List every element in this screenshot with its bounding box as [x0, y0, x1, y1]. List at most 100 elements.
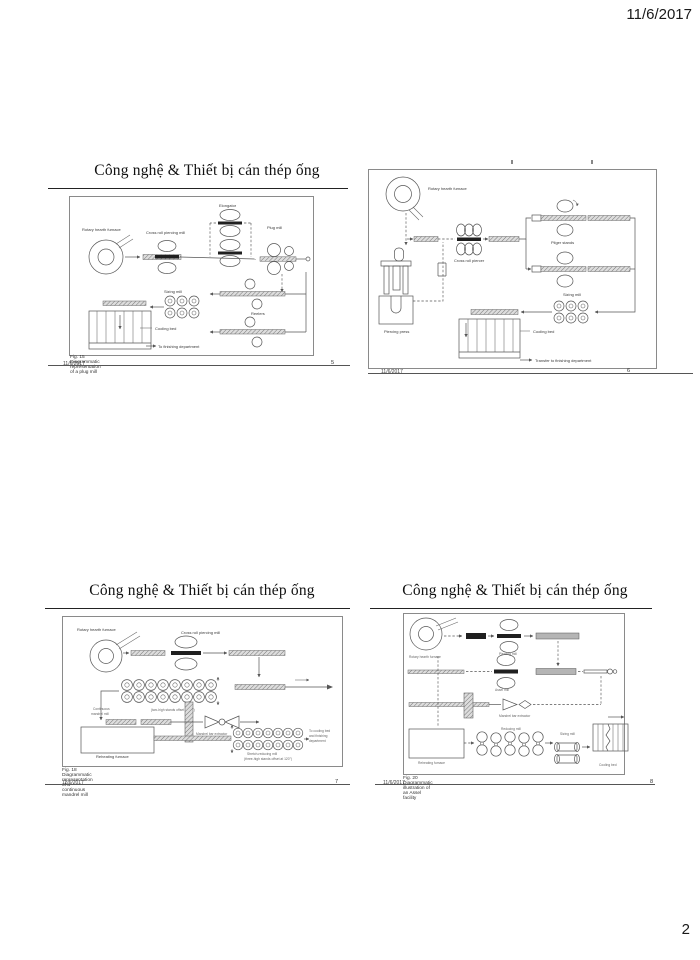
- pierced-shell: [535, 632, 580, 640]
- press-die: [437, 262, 447, 277]
- slide4-number: 8: [650, 779, 654, 785]
- label-reducing-mill: Reducing mill: [501, 727, 521, 731]
- slide4-footer-date: 11/6/2017: [383, 780, 405, 786]
- assel-mill: [494, 654, 518, 689]
- label-cooling-bed-1: Cooling bed: [155, 326, 176, 331]
- label-mandrel-bar-extractor: Mandrel bar extractor: [196, 732, 228, 736]
- label-rotary-hearth-furnace: Rotary hearth furnace: [428, 186, 467, 191]
- slide3-caption: Fig. 18 Diagrammatic representation of a…: [62, 768, 93, 798]
- reducing-mill: [476, 731, 544, 757]
- slide2-diagram-frame: Rotary hearth furnace Piercing press: [368, 169, 657, 369]
- rotary-hearth-furnace: [385, 176, 424, 221]
- label-sizing-mill: Sizing mill: [560, 732, 575, 736]
- reheated-tube: [153, 735, 232, 741]
- label-assel-mill: Assel mill: [495, 688, 509, 692]
- slide1-footer-rule: [48, 365, 350, 366]
- piercing-mill: [497, 619, 521, 653]
- reheating-furnace: [408, 728, 465, 759]
- slide1-caption: Fig. 15 Diagrammatic representation of a…: [70, 355, 101, 375]
- reeler-2: [209, 316, 306, 348]
- tube-on-mandrel: [408, 702, 490, 707]
- tube-1: [105, 719, 137, 725]
- slide3-footer-date: 11/6/2017: [62, 780, 84, 786]
- sized-tube: [470, 309, 519, 315]
- slide1-diagram-frame: Rotary hearth furnace Cross roll piercin…: [69, 196, 314, 356]
- tube-2: [140, 719, 172, 725]
- mandrel-bar: [285, 678, 333, 690]
- piercing-press: [378, 260, 414, 325]
- billet-bar: [130, 650, 166, 656]
- label-rotary-hearth-furnace: Rotary hearth furnace: [82, 227, 121, 232]
- label-reelers: Reelers: [251, 311, 265, 316]
- sizing-mill-2: [553, 300, 589, 324]
- rotary-hearth-furnace: [89, 631, 141, 673]
- slide2-footer-rule: [368, 373, 693, 374]
- label-mill-note: (two-high stands offset at 90°): [151, 708, 195, 712]
- pilger-stand-bottom: [526, 251, 631, 288]
- label-cross-roll-piercer: Cross roll piercer: [454, 258, 485, 263]
- slide2-footer-date: 11/6/2017: [381, 369, 403, 375]
- reeler-1: [209, 278, 306, 310]
- label-rotary-hearth-furnace: Rotary hearth furnace: [409, 655, 441, 659]
- sizing-mill-1: [164, 295, 200, 319]
- slide3-number: 7: [335, 779, 339, 785]
- rotary-hearth-furnace: [409, 617, 459, 651]
- label-piercing-press: Piercing press: [384, 329, 409, 334]
- pilger-stand-top: [531, 199, 631, 237]
- stripper-rod: [583, 668, 618, 675]
- label-cooling-bed: Cooling bed: [599, 763, 617, 767]
- label-to-cooling-3: department: [309, 739, 326, 743]
- continuous-mandrel-mill-diagram: Rotary hearth furnace Cross roll piercin…: [77, 627, 333, 761]
- label-stretch-reducing-mill: Stretch-reducing mill: [247, 752, 277, 756]
- sizing-mill: [554, 742, 580, 764]
- cross-roll-piercer: [456, 223, 482, 256]
- continuous-mandrel-mill: [121, 676, 220, 706]
- label-plug-mill: Plug mill: [267, 225, 282, 230]
- cross-roll-piercing-mill: [171, 635, 201, 671]
- slide2-cropped-title-mark-2: [591, 160, 593, 164]
- slide3-footer-rule: [45, 784, 350, 785]
- label-stretch-note: (three-high stands offset at 120°): [244, 757, 292, 761]
- label-rotary-hearth-furnace: Rotary hearth furnace: [77, 627, 116, 632]
- label-cross-roll-piercing-mill: Cross roll piercing mill: [181, 630, 220, 635]
- label-sizing-mill-1: Sizing mill: [164, 289, 182, 294]
- label-elongator: Elongator: [219, 203, 237, 208]
- press-link: [413, 242, 444, 302]
- plug-mill-diagram: Rotary hearth furnace Cross roll piercin…: [82, 203, 311, 350]
- slide4-diagram-frame: Rotary hearth furnace Piercing mill Asse…: [403, 613, 629, 775]
- plug-mill: [259, 243, 311, 275]
- elongator: [209, 209, 252, 267]
- cooled-tube-bar: [102, 300, 147, 306]
- slide4-caption: Fig. 20 Diagrammatic illustration of an …: [403, 776, 433, 801]
- label-transfer-finishing: Transfer to finishing department: [535, 358, 592, 363]
- extractor-wall: [463, 692, 474, 719]
- shell-on-mandrel: [234, 684, 286, 690]
- label-sizing-mill-2: Sizing mill: [563, 292, 581, 297]
- ingot: [394, 247, 404, 262]
- assel-shell: [535, 668, 577, 675]
- label-cooling-bed-2: Cooling bed: [533, 329, 554, 334]
- slide4-footer-rule: [375, 784, 655, 785]
- slide4-title: Công nghệ & Thiết bị cán thép ống: [402, 582, 628, 599]
- page-number: 2: [681, 921, 690, 938]
- label-continuous-line1: Continuous: [93, 707, 110, 711]
- label-continuous-line2: mandrel mill: [91, 712, 109, 716]
- stretch-reducing-mill: [230, 724, 304, 754]
- hollow-shell: [488, 236, 520, 242]
- label-mandrel-bar-extractor: Mandrel bar extractor: [499, 714, 531, 718]
- slide3-diagram-frame: Rotary hearth furnace Cross roll piercin…: [62, 616, 343, 767]
- hot-billet: [466, 633, 486, 639]
- slide1-title: Công nghệ & Thiết bị cán thép ống: [94, 162, 320, 179]
- cooling-bed-1: [88, 310, 152, 350]
- label-to-cooling-2: and finishing: [309, 734, 328, 738]
- slide4-title-rule: [370, 608, 652, 609]
- label-reheating-furnace: Reheating furnace: [418, 761, 445, 765]
- cross-roll-piercing-mill: [155, 240, 179, 274]
- label-cross-roll-piercing-mill: Cross roll piercing mill: [146, 230, 185, 235]
- pierced-billet: [413, 236, 439, 242]
- cooling-bed: [592, 723, 629, 752]
- slide1-footer-date: 11/6/2017: [63, 361, 85, 367]
- reheating-furnace: [80, 726, 155, 754]
- pilger-plant-diagram: Rotary hearth furnace Piercing press: [378, 176, 636, 363]
